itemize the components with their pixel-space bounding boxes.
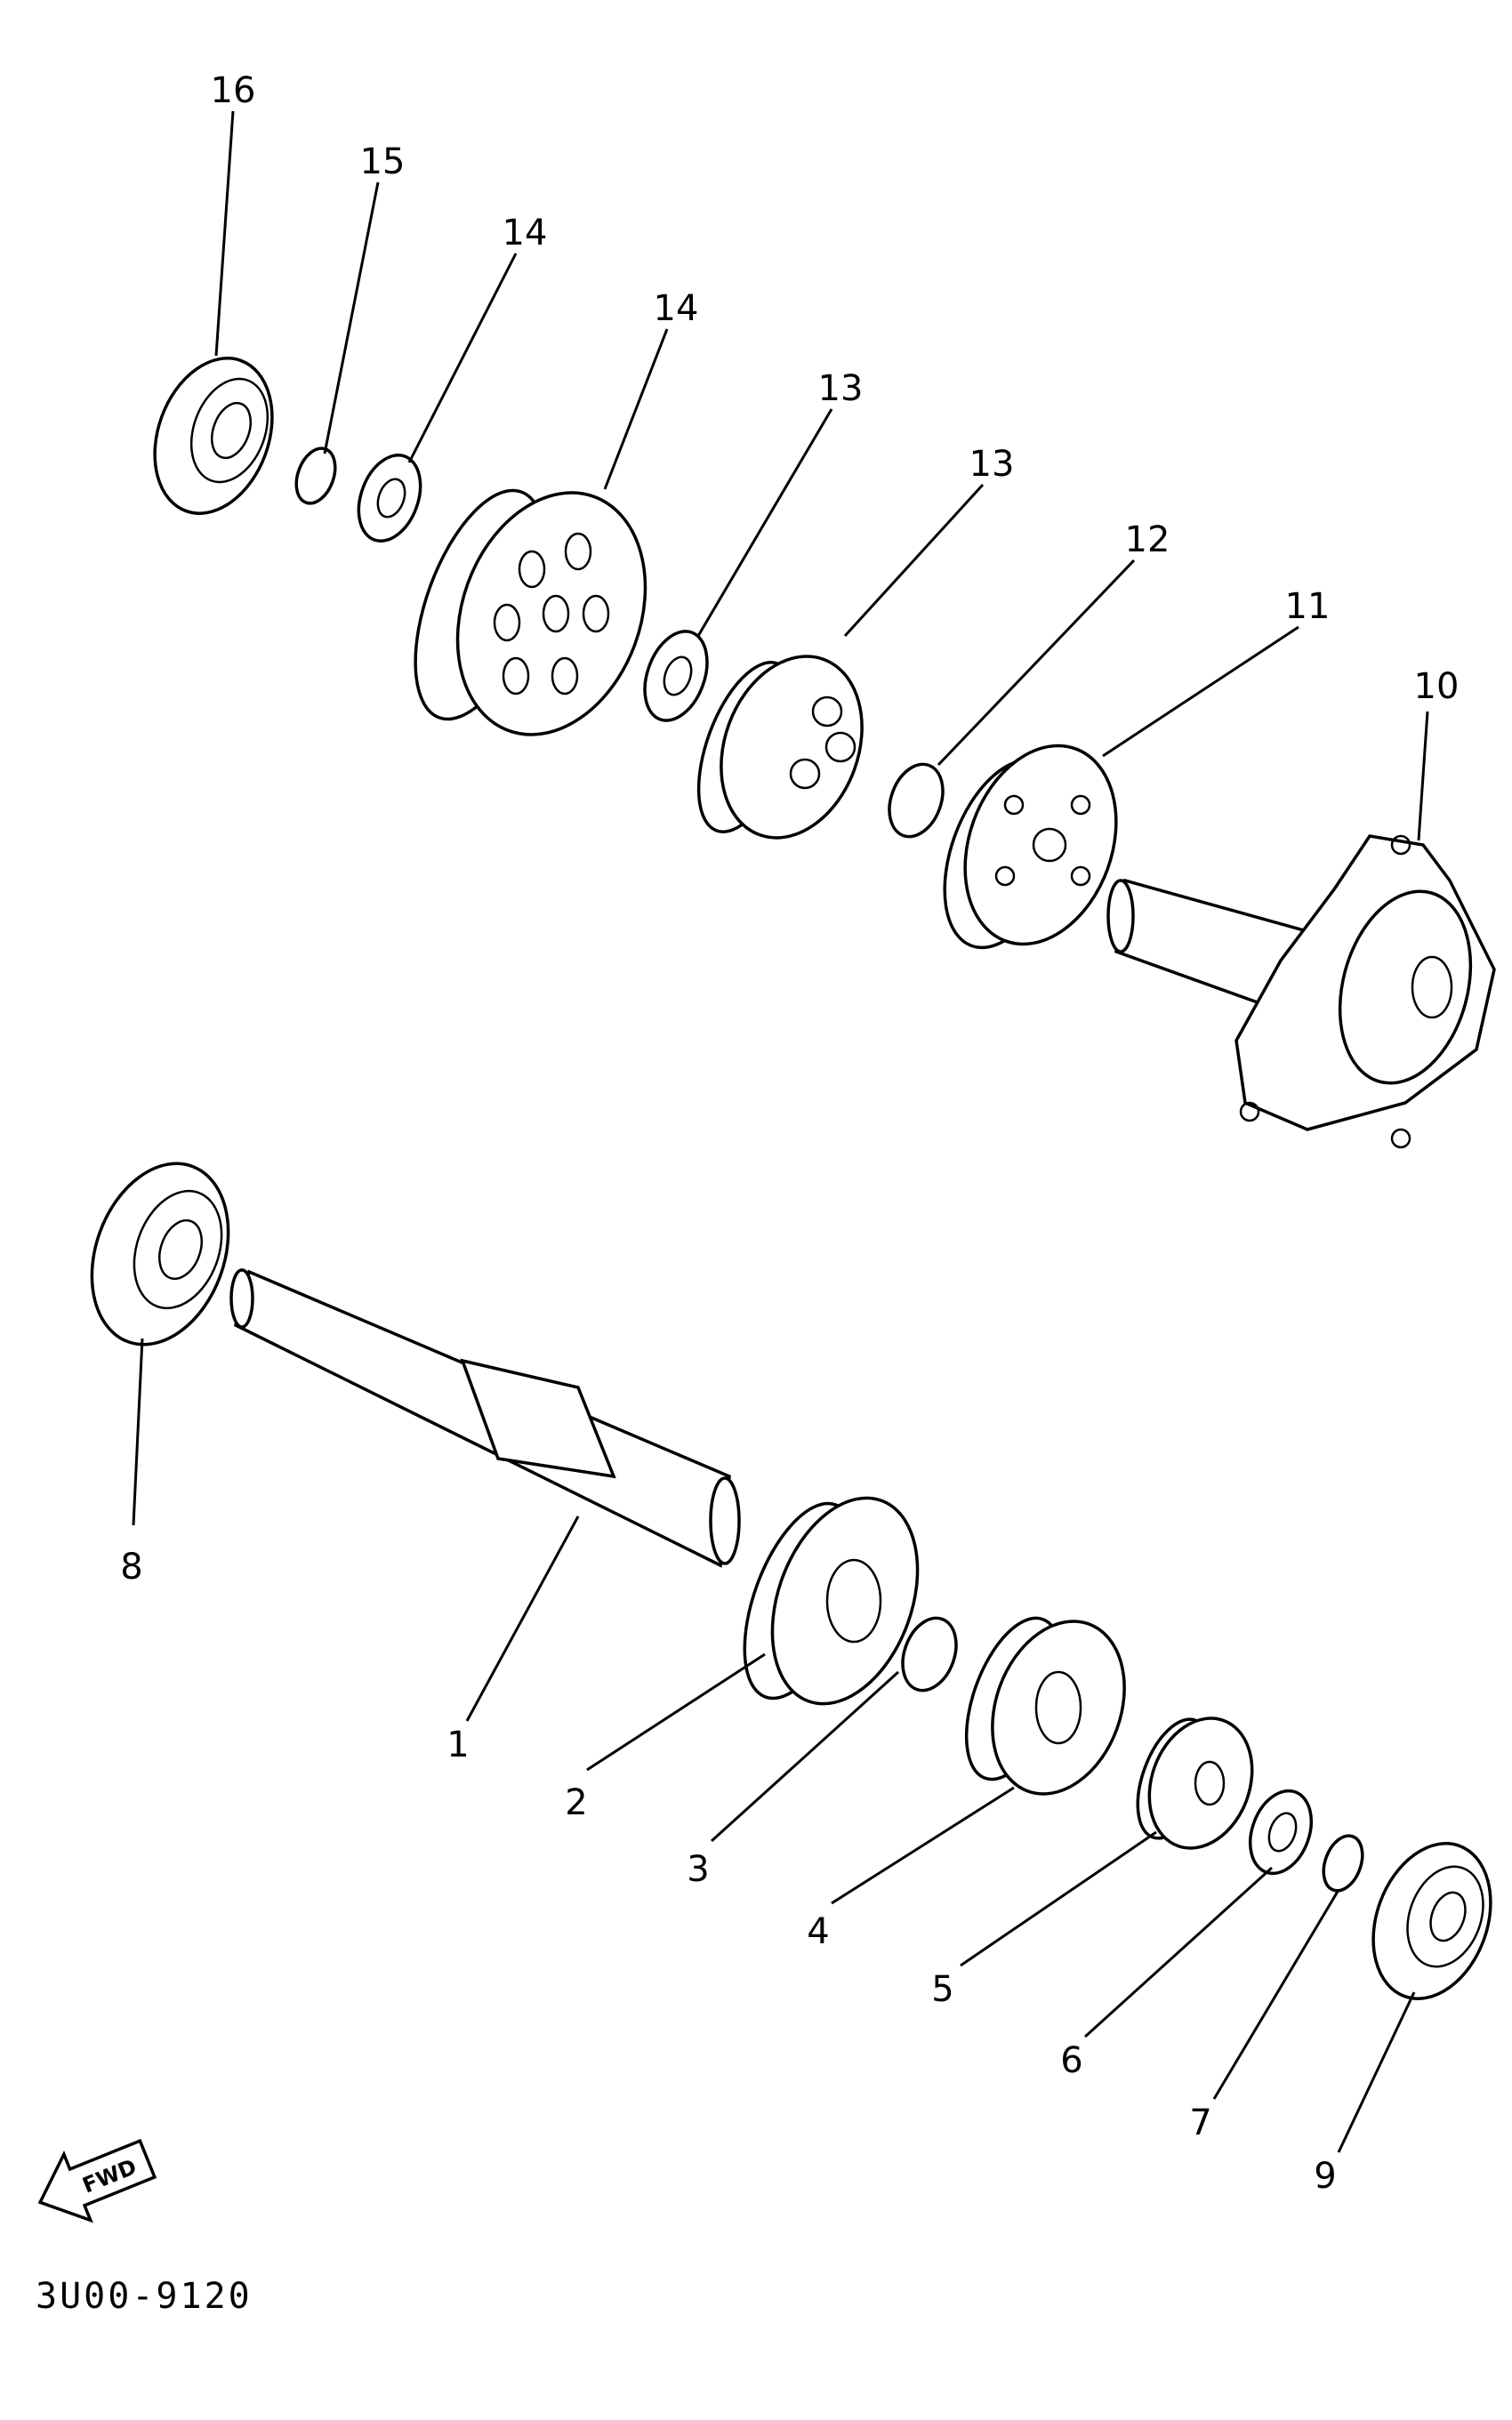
gear-13	[696, 655, 864, 840]
gear-15	[414, 488, 647, 736]
callout-14-middle: 13	[818, 368, 864, 409]
callout-8: 8	[120, 1547, 142, 1588]
callout-15: 14	[654, 288, 699, 329]
callout-2: 2	[565, 1782, 587, 1823]
shaft-10	[1106, 834, 1496, 1149]
circlip-3	[901, 1616, 958, 1692]
washer-6	[1248, 1789, 1314, 1876]
bearing-17	[153, 357, 274, 515]
gear-5	[1136, 1717, 1254, 1850]
callout-7: 7	[1189, 2102, 1211, 2143]
circlip-16	[294, 446, 337, 505]
callout-12: 12	[1125, 519, 1170, 560]
callout-4: 4	[807, 1911, 829, 1952]
fwd-arrow-icon: FWD	[37, 2138, 157, 2223]
callout-5: 5	[931, 1969, 953, 2010]
callout-13: 13	[969, 444, 1015, 485]
callout-14-upper: 14	[503, 213, 548, 253]
callout-6: 6	[1060, 2040, 1082, 2081]
callout-3: 3	[687, 1849, 709, 1890]
washer-14-middle	[643, 630, 709, 722]
circlip-12	[888, 762, 945, 839]
callout-11: 11	[1285, 586, 1331, 627]
callout-17: 16	[211, 70, 256, 111]
gear-4	[964, 1616, 1126, 1796]
circlip-7	[1322, 1834, 1364, 1893]
gear-11	[943, 744, 1118, 950]
callout-9: 9	[1314, 2156, 1336, 2197]
bearing-8	[90, 1162, 230, 1347]
gear-2	[743, 1496, 920, 1706]
main-shaft-1	[229, 1268, 741, 1568]
callout-10: 10	[1414, 666, 1460, 707]
leader-lines	[132, 110, 1429, 2153]
callout-1: 1	[446, 1725, 469, 1765]
bearing-9	[1371, 1842, 1492, 2000]
callout-16: 15	[360, 141, 406, 182]
drawing-code: 3U00-9120	[36, 2276, 253, 2317]
washer-14-upper	[357, 454, 422, 543]
